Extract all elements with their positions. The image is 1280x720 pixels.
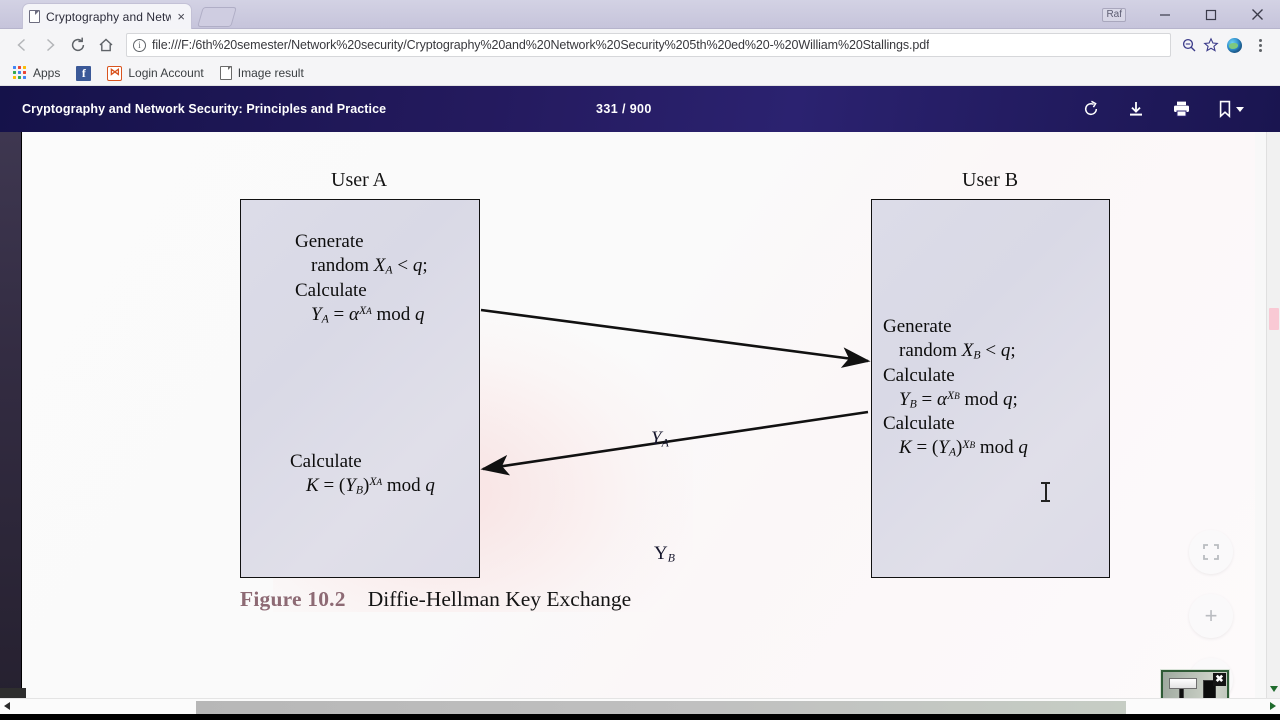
page-icon xyxy=(219,66,232,80)
bookmark-login-account[interactable]: ⋈ Login Account xyxy=(100,64,210,83)
tab-favicon xyxy=(29,10,40,23)
download-icon[interactable] xyxy=(1127,100,1145,118)
user-b-generate-line: Generate xyxy=(883,316,952,337)
horizontal-scroll-thumb[interactable] xyxy=(196,701,1126,714)
arrow-label-yb: YB xyxy=(654,543,675,565)
maximize-button[interactable] xyxy=(1188,0,1234,29)
user-a-box xyxy=(240,199,480,578)
chevron-down-icon[interactable] xyxy=(1236,106,1244,112)
bookmark-apps[interactable]: Apps xyxy=(6,64,67,82)
user-a-random-text: random xyxy=(311,255,374,277)
user-a-generate-line: Generate xyxy=(295,231,364,252)
print-icon[interactable] xyxy=(1172,100,1191,118)
zoom-indicator-icon[interactable] xyxy=(1179,35,1199,55)
figure-caption: Figure 10.2 Diffie-Hellman Key Exchange xyxy=(240,587,631,612)
user-a-label: User A xyxy=(331,169,388,191)
text-cursor xyxy=(1041,482,1050,502)
browser-menu-icon[interactable] xyxy=(1248,34,1272,56)
horizontal-scrollbar[interactable] xyxy=(0,698,1280,714)
new-tab-button[interactable] xyxy=(197,7,237,27)
omnibox-actions xyxy=(1179,34,1272,56)
user-a-generate-block: Generate random XA < q; Calculate YA = α… xyxy=(295,231,428,326)
user-b-label: User B xyxy=(962,169,1019,191)
bookmark-facebook[interactable]: f xyxy=(69,64,98,83)
tab-title: Cryptography and Netwo xyxy=(46,9,172,24)
tab-close-icon[interactable]: × xyxy=(177,9,185,24)
url-text: file:///F:/6th%20semester/Network%20secu… xyxy=(152,38,930,52)
rec-volume-knob[interactable] xyxy=(1169,678,1197,689)
pdf-page-separator: / xyxy=(621,102,626,116)
navigation-bar: i file:///F:/6th%20semester/Network%20se… xyxy=(0,29,1280,61)
facebook-icon: f xyxy=(76,65,92,81)
scroll-left-arrow-icon[interactable] xyxy=(4,702,10,710)
user-a-calculate-k-line: Calculate xyxy=(290,451,362,472)
viewer-left-gutter xyxy=(0,132,22,698)
minimize-button[interactable] xyxy=(1142,0,1188,29)
browser-tab[interactable]: Cryptography and Netwo × xyxy=(22,3,192,29)
user-b-random-text: random xyxy=(899,340,962,362)
forward-icon[interactable] xyxy=(36,31,64,59)
bookmark-image-result[interactable]: Image result xyxy=(213,64,311,82)
bookmark-apps-label: Apps xyxy=(33,66,61,80)
taskbar-corner xyxy=(0,688,26,698)
user-a-calculate-line: Calculate xyxy=(295,279,367,301)
pdf-total-pages: 900 xyxy=(629,102,652,116)
login-account-icon: ⋈ xyxy=(107,65,123,81)
extension-icon[interactable] xyxy=(1227,37,1242,53)
bookmark-login-account-label: Login Account xyxy=(128,66,204,80)
pdf-viewer-area: User A User B Generate random XA < q; Ca… xyxy=(0,132,1280,698)
address-bar[interactable]: i file:///F:/6th%20semester/Network%20se… xyxy=(126,33,1171,57)
close-button[interactable] xyxy=(1234,0,1280,29)
reload-icon[interactable] xyxy=(64,31,92,59)
bookmark-image-result-label: Image result xyxy=(237,66,304,80)
vertical-scroll-thumb[interactable] xyxy=(1269,308,1279,330)
user-b-calculate-line-1: Calculate xyxy=(883,364,955,386)
arrow-yb xyxy=(480,410,869,476)
bookmark-star-icon[interactable] xyxy=(1201,35,1221,55)
window-controls: Raf xyxy=(1102,0,1280,29)
pdf-page: User A User B Generate random XA < q; Ca… xyxy=(23,132,1255,698)
pdf-tool-buttons xyxy=(1082,100,1244,118)
home-icon[interactable] xyxy=(92,31,120,59)
figure-title: Diffie-Hellman Key Exchange xyxy=(367,587,632,611)
horizontal-scroll-track[interactable] xyxy=(14,700,1266,714)
pdf-document-title: Cryptography and Network Security: Princ… xyxy=(22,102,387,116)
level-meter xyxy=(1203,680,1216,698)
fit-page-button[interactable] xyxy=(1189,530,1233,574)
scroll-right-arrow-icon[interactable] xyxy=(1270,702,1276,710)
rotate-icon[interactable] xyxy=(1082,100,1100,118)
widget-close-icon[interactable]: ✖ xyxy=(1213,673,1226,686)
site-info-icon[interactable]: i xyxy=(133,38,146,52)
rec-volume-slider[interactable] xyxy=(1169,678,1197,698)
user-a-calculate-k-block: Calculate K = (YB)XA mod q xyxy=(290,451,435,497)
user-b-calculate-line-2: Calculate xyxy=(883,413,955,435)
arrow-label-ya: YA xyxy=(651,428,669,450)
title-bar: Cryptography and Netwo × Raf xyxy=(0,0,1280,29)
pdf-current-page: 331 xyxy=(596,102,619,116)
vertical-scrollbar[interactable] xyxy=(1266,132,1280,698)
pdf-toolbar: Cryptography and Network Security: Princ… xyxy=(0,86,1280,132)
rec-volume-track xyxy=(1179,688,1184,698)
arrow-ya xyxy=(480,308,871,368)
apps-grid-icon xyxy=(13,66,27,80)
pdf-page-indicator: 331 / 900 xyxy=(596,102,652,116)
diffie-hellman-diagram: User A User B Generate random XA < q; Ca… xyxy=(23,132,1255,698)
zoom-in-button[interactable]: + xyxy=(1189,594,1233,638)
recorder-level-widget[interactable]: Rec. Vol. Level Meter ✖ xyxy=(1161,670,1229,698)
scroll-down-arrow-icon[interactable] xyxy=(1270,686,1278,692)
user-b-block: Generate random XB < q; Calculate YB = α… xyxy=(883,316,1028,460)
back-icon[interactable] xyxy=(8,31,36,59)
bottom-edge xyxy=(0,714,1280,720)
bookmarks-bar: Apps f ⋈ Login Account Image result xyxy=(0,61,1280,86)
figure-number: Figure 10.2 xyxy=(240,587,346,611)
user-b-box xyxy=(871,199,1110,578)
profile-chip[interactable]: Raf xyxy=(1102,7,1126,22)
bookmark-icon[interactable] xyxy=(1218,100,1244,118)
